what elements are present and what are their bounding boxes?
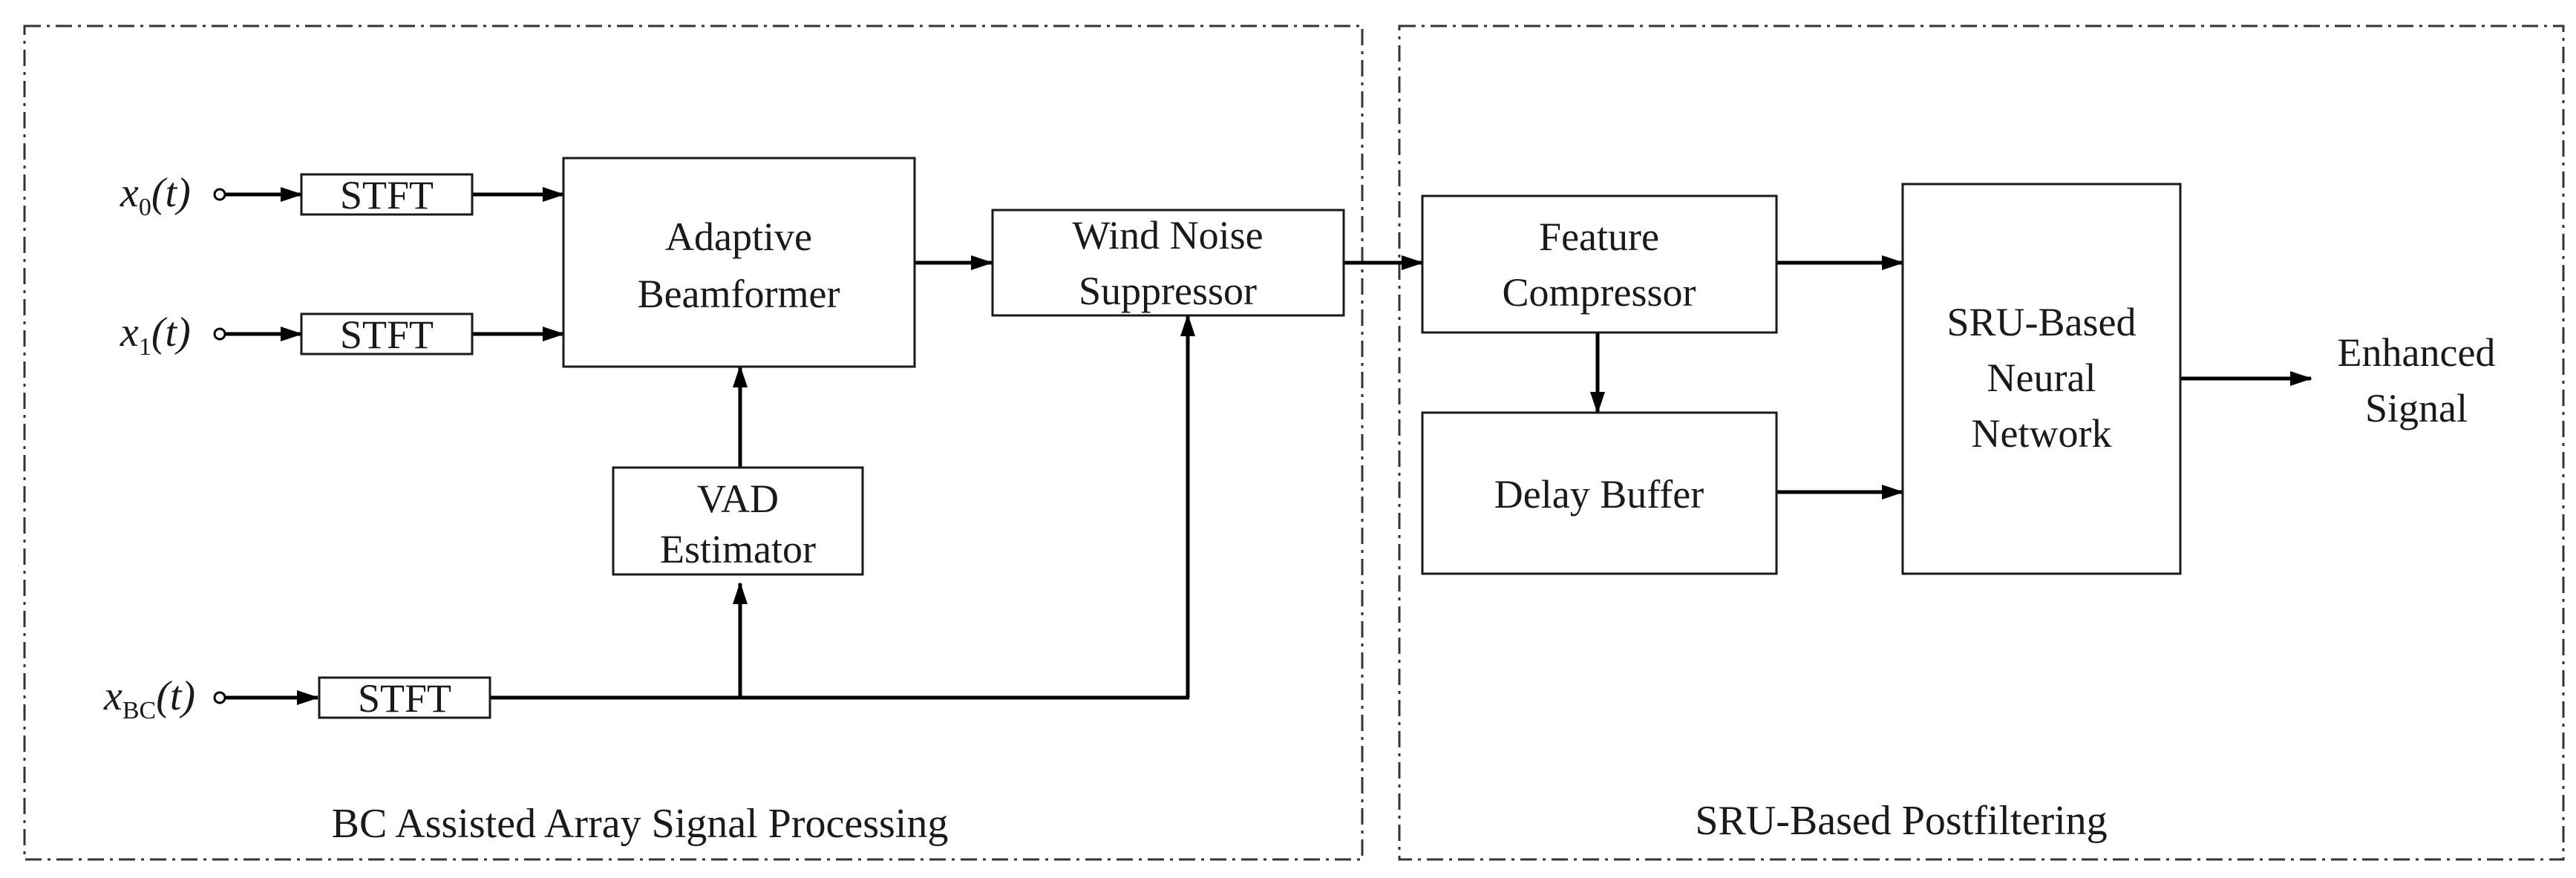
x1-input-port [213,327,226,341]
xbc-input-port [213,691,226,704]
stft-block-x1-label: STFT [340,312,434,357]
wind-label-line1: Wind Noise [1072,213,1263,258]
vad-label-line1: VAD [697,476,779,521]
right-group-caption: SRU-Based Postfiltering [1695,798,2107,844]
stft-block-x0: STFT [300,173,474,217]
stft-block-xbc: STFT [318,676,491,721]
sru-label-line2: Neural [1987,356,2096,400]
sru-neural-network-block: SRU-Based Neural Network [1901,183,2182,575]
sru-label-line3: Network [1972,411,2112,456]
feature-label-line2: Compressor [1503,270,1696,315]
xbc-label: xBC(t) [103,673,195,724]
output-label-line1: Enhanced [2338,330,2496,375]
connections [213,187,2312,705]
beamformer-label-line2: Beamformer [638,272,840,316]
x0-input-port [213,188,226,201]
stft-block-x0-label: STFT [340,173,434,217]
beamformer-label-line1: Adaptive [665,214,812,259]
delay-buffer-block: Delay Buffer [1421,411,1778,575]
feature-compressor-block: Feature Compressor [1421,194,1778,334]
x0-label: x0(t) [120,170,191,221]
x1-label: x1(t) [120,309,191,361]
wind-noise-suppressor-block: Wind Noise Suppressor [991,209,1345,317]
feature-label-line1: Feature [1539,214,1659,259]
output-label-line2: Signal [2365,386,2468,430]
vad-estimator-block: VAD Estimator [612,466,864,576]
vad-label-line2: Estimator [660,527,816,571]
delay-label: Delay Buffer [1494,472,1704,517]
wind-label-line2: Suppressor [1079,269,1257,313]
right-group-frame [1398,24,2565,861]
left-group-frame [23,24,1364,861]
adaptive-beamformer-block: Adaptive Beamformer [562,157,916,368]
stft-block-x1: STFT [300,312,474,357]
left-group-caption: BC Assisted Array Signal Processing [332,801,949,847]
sru-label-line1: SRU-Based [1947,300,2137,344]
stft-block-xbc-label: STFT [358,676,451,721]
